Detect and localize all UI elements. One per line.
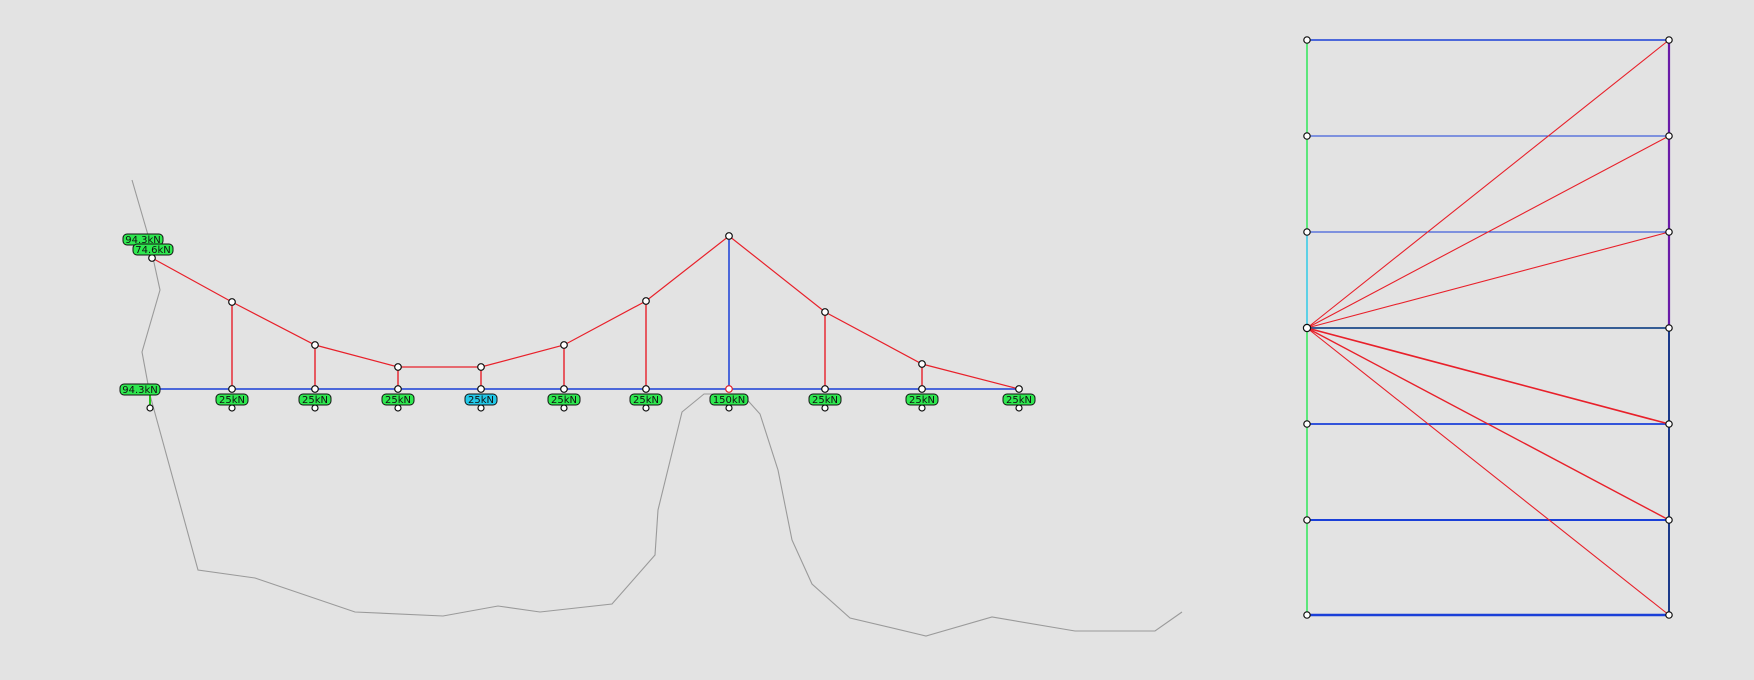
force-polygon[interactable]: [1302, 36, 1673, 619]
support-reaction-upper-label: 94.3kN: [125, 235, 161, 246]
load-tag[interactable]: 25kN: [808, 393, 842, 406]
load-tag[interactable]: 25kN: [298, 393, 332, 406]
load-label: 25kN: [302, 395, 328, 406]
support-reaction-deck[interactable]: 94.3kN: [119, 383, 161, 396]
load-tag[interactable]: 25kN: [215, 393, 249, 406]
load-label: 150kN: [713, 395, 745, 406]
load-label: 25kN: [909, 395, 935, 406]
load-label: 25kN: [468, 395, 494, 406]
support-reaction-upper-2[interactable]: 74.6kN: [132, 243, 174, 256]
load-label: 25kN: [812, 395, 838, 406]
load-tag[interactable]: 25kN: [547, 393, 581, 406]
hangers[interactable]: [231, 301, 923, 389]
load-label: 25kN: [633, 395, 659, 406]
support-reaction-deck-label: 94.3kN: [122, 385, 158, 396]
main-cable[interactable]: [151, 235, 1020, 390]
load-label: 25kN: [551, 395, 577, 406]
support-reaction-upper-2-label: 74.6kN: [135, 245, 171, 256]
load-tag[interactable]: 150kN: [709, 393, 749, 406]
load-anchor-nodes: [146, 404, 1023, 412]
terrain-profile: [131, 179, 1183, 637]
load-tag[interactable]: 25kN: [381, 393, 415, 406]
load-tag-selected[interactable]: 25kN: [464, 393, 498, 406]
load-tag[interactable]: 25kN: [905, 393, 939, 406]
deck-nodes[interactable]: [228, 385, 1023, 393]
load-tag[interactable]: 25kN: [629, 393, 663, 406]
load-label: 25kN: [385, 395, 411, 406]
load-tag[interactable]: 25kN: [1002, 393, 1036, 406]
cable-nodes[interactable]: [148, 232, 926, 371]
load-label: 25kN: [219, 395, 245, 406]
load-label: 25kN: [1006, 395, 1032, 406]
